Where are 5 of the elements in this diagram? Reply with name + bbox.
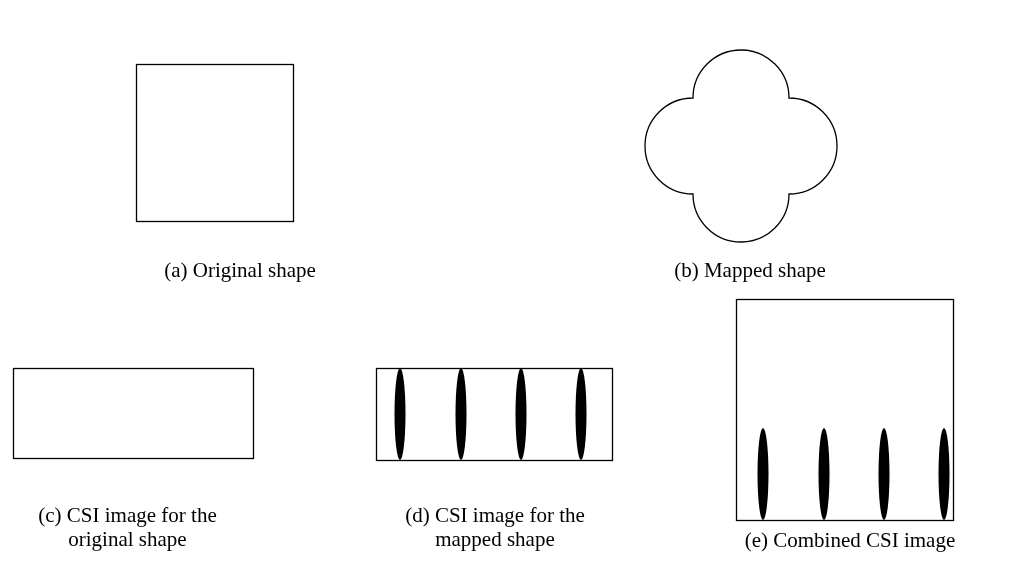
caption: (e) Combined CSI image: [743, 528, 957, 552]
caption: (a) Original shape: [163, 258, 317, 282]
caption: (b) Mapped shape: [673, 258, 827, 282]
caption: (d) CSI image for the mapped shape: [404, 503, 586, 551]
caption: (c) CSI image for the original shape: [37, 503, 218, 551]
